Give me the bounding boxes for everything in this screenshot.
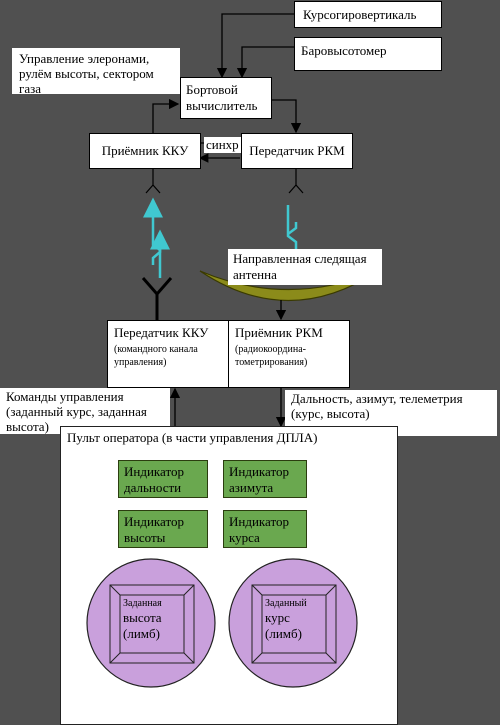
baro-to-computer-arrow bbox=[236, 46, 294, 79]
tx-kku-box: Передатчик ККУ (командного канала управл… bbox=[107, 320, 229, 388]
antenna-label: Направленная следящая антенна bbox=[228, 249, 382, 285]
altitude-dial-small: Заданная bbox=[123, 598, 162, 609]
control-output-label: Управление элеронами, рулём высоты, сект… bbox=[12, 48, 180, 96]
sync-label: синхр bbox=[204, 137, 241, 153]
rx-rkm-subtitle: (радиокоордина-тометрирования) bbox=[235, 344, 308, 368]
gyro-box: Курсогировертикаль bbox=[294, 1, 442, 28]
azimuth-indicator: Индикатор азимута bbox=[223, 460, 307, 498]
tx-kku-title: Передатчик ККУ bbox=[114, 325, 209, 340]
lower-antenna-kku bbox=[141, 277, 173, 320]
heading-indicator: Индикатор курса bbox=[223, 510, 307, 548]
upper-antenna-right bbox=[288, 168, 304, 194]
gyro-to-computer-arrow bbox=[216, 13, 294, 79]
computer-to-txrkm-arrow bbox=[272, 99, 302, 134]
baro-box: Баровысотомер bbox=[294, 37, 442, 71]
altitude-indicator: Индикатор высоты bbox=[118, 510, 208, 548]
tx-kku-subtitle: (командного канала управления) bbox=[114, 344, 198, 368]
rx-rkm-box: Приёмник РКМ (радиокоордина-тометрирован… bbox=[228, 320, 350, 388]
rx-rkm-title: Приёмник РКМ bbox=[235, 325, 323, 340]
console-title: Пульт оператора (в части управления ДПЛА… bbox=[67, 430, 318, 445]
altitude-dial[interactable]: Заданная высота (лимб) bbox=[120, 597, 184, 642]
onboard-computer-box: Бортовой вычислитель bbox=[180, 77, 272, 119]
heading-dial[interactable]: Заданный курс (лимб) bbox=[262, 597, 326, 642]
tx-rkm-box: Передатчик РКМ bbox=[241, 133, 353, 169]
rx-kku-box: Приёмник ККУ bbox=[89, 133, 201, 169]
heading-dial-label: курс (лимб) bbox=[265, 610, 302, 641]
range-indicator: Индикатор дальности bbox=[118, 460, 208, 498]
rxkku-to-computer-arrow bbox=[152, 98, 180, 134]
upper-antenna-left bbox=[145, 168, 161, 194]
heading-dial-small: Заданный bbox=[265, 598, 307, 609]
altitude-dial-label: высота (лимб) bbox=[123, 610, 162, 641]
